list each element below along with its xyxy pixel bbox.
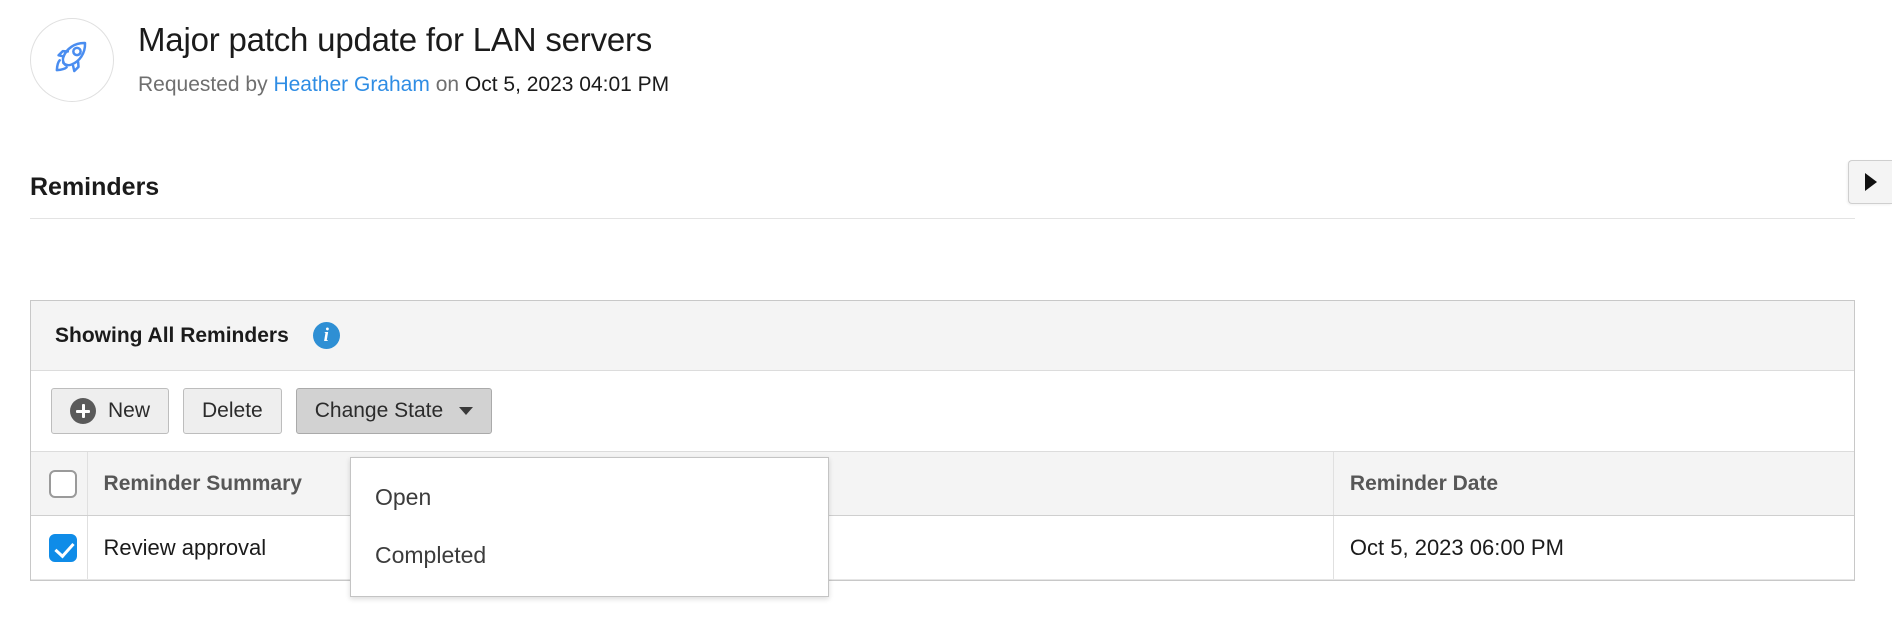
panel-title: Showing All Reminders	[55, 323, 289, 347]
on-label: on	[435, 73, 460, 96]
section-heading-reminders: Reminders	[30, 173, 160, 201]
info-icon[interactable]: i	[312, 322, 340, 349]
reminders-toolbar: New Delete Change State	[31, 371, 1854, 451]
row-select-cell	[31, 515, 88, 580]
change-state-button[interactable]: Change State	[295, 388, 493, 434]
delete-button-label: Delete	[202, 399, 263, 422]
panel-titlebar: Showing All Reminders i	[31, 301, 1854, 371]
slideout-expand-button[interactable]	[1848, 160, 1892, 204]
change-state-button-label: Change State	[314, 399, 444, 422]
record-header: Major patch update for LAN servers Reque…	[30, 16, 669, 102]
select-all-checkbox[interactable]	[49, 469, 77, 498]
record-title-block: Major patch update for LAN servers Reque…	[138, 16, 669, 98]
chevron-down-icon	[459, 407, 474, 415]
delete-button[interactable]: Delete	[183, 388, 282, 434]
triangle-right-icon	[1864, 173, 1877, 191]
plus-circle-icon	[70, 398, 96, 424]
table-header-row: Reminder Summary Reminder Date	[31, 451, 1854, 516]
select-all-header	[31, 451, 88, 516]
cell-reminder-date: Oct 5, 2023 06:00 PM	[1332, 515, 1854, 580]
menu-item-open[interactable]: Open	[375, 483, 432, 510]
rocket-icon	[49, 35, 95, 86]
page-title: Major patch update for LAN servers	[138, 21, 653, 58]
new-button-label: New	[108, 399, 151, 422]
table-header: Reminder Summary Reminder Date	[31, 451, 1854, 516]
record-subtitle: Requested by Heather Graham on Oct 5, 20…	[138, 72, 669, 98]
requester-link[interactable]: Heather Graham	[273, 73, 430, 96]
record-avatar	[30, 18, 114, 102]
column-header-reminder-date[interactable]: Reminder Date	[1332, 451, 1854, 516]
section-divider	[30, 218, 1855, 219]
change-state-dropdown-menu: Open Completed	[350, 457, 829, 597]
reminders-panel: Showing All Reminders i New Delete Chang…	[30, 300, 1855, 581]
menu-item-completed[interactable]: Completed	[375, 541, 487, 568]
row-checkbox[interactable]	[49, 533, 77, 562]
requested-date: Oct 5, 2023 04:01 PM	[464, 73, 670, 96]
requested-by-label: Requested by	[138, 73, 268, 96]
table-row[interactable]: Review approval Oct 5, 2023 06:00 PM	[31, 515, 1854, 580]
table-body: Review approval Oct 5, 2023 06:00 PM	[31, 515, 1854, 580]
new-button[interactable]: New	[51, 388, 170, 434]
reminders-table: Reminder Summary Reminder Date Review ap…	[31, 451, 1854, 580]
